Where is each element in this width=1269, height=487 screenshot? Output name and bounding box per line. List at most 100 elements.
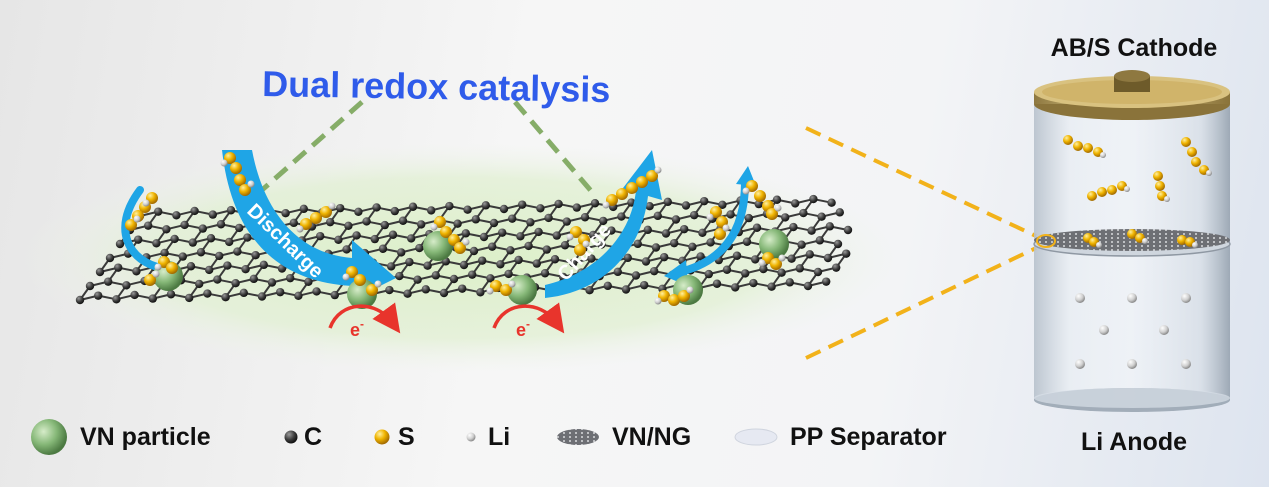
legend-label: VN particle [80,422,211,451]
lithium-atom [1096,242,1102,248]
sulfur-atom [636,176,648,188]
sulfur-atom [440,226,452,238]
title-leader-left [260,100,364,192]
lithium-ion [1127,293,1137,303]
zoom-line-top [805,126,1037,238]
discharge-arrow [222,150,396,300]
sulfur-atom [500,284,512,296]
sulfur-atom [146,192,158,204]
sulfur-atom [754,190,766,202]
legend-label: Li [488,422,511,451]
atoms-layer [125,152,789,309]
lithium-atom [742,187,750,195]
lithium-atom [430,223,438,231]
lithium-ion [1075,359,1085,369]
legend-item-carbon: C [284,412,322,462]
sulfur-atom [678,290,690,302]
legend-label: PP Separator [790,422,947,451]
sulfur-atom [1063,135,1073,145]
sulfur-atom [646,170,658,182]
carbon-atom-icon [284,430,298,444]
sulfur-atom [320,206,332,218]
pp-separator-icon [734,428,778,446]
sulfur-atom [574,244,586,256]
legend-label: C [304,422,323,451]
sulfur-atom [125,219,137,231]
sulfur-atom [1181,137,1191,147]
lithium-atom [1124,186,1130,192]
sulfur-atom [1107,185,1117,195]
sulfur-atom [1087,191,1097,201]
lithium-atom [296,225,304,233]
sulfur-atom [710,206,722,218]
lithium-atom [686,286,694,294]
sulfur-atom [1083,143,1093,153]
lithium-ion [1099,325,1109,335]
anode-label: Li Anode [1081,428,1187,456]
electron-label-right: e- [516,317,530,340]
sulfur-atom [626,182,638,194]
sulfur-atom [310,212,322,224]
sulfur-atom [1187,147,1197,157]
sulfur-atom [1153,171,1163,181]
legend-label: S [398,422,415,451]
battery-terminal [1114,70,1150,82]
sulfur-atom [230,162,242,174]
legend-item-vn-ng: VN/NG [556,412,691,462]
sulfur-atom [239,184,251,196]
lithium-atom [774,204,782,212]
sulfur-atom [570,226,582,238]
legend-item-pp-separator: PP Separator [734,412,947,462]
lithium-ion [1127,359,1137,369]
sulfur-atom [354,274,366,286]
lithium-atom [154,263,162,271]
cathode-label: AB/S Cathode [1051,34,1218,62]
legend: VN particle C S Li VN/NG PP Separator [0,412,1000,462]
electron-label-left: e- [350,317,364,340]
vn-ng-layer [1034,229,1230,251]
lithium-ion [1181,359,1191,369]
lithium-atom [1192,242,1198,248]
diagram-title: Dual redox catalysis [262,63,611,110]
lithium-atom [374,280,382,288]
legend-label: VN/NG [612,422,692,451]
lithium-atom-icon [466,432,476,442]
electron-arrow-left [328,302,401,334]
lithium-atom [582,240,590,248]
sulfur-atom [366,284,378,296]
lithium-atom [778,254,786,262]
lithium-atom [1142,238,1148,244]
vn-particle-icon [31,419,67,455]
lithium-atom [142,199,150,207]
lithium-atom [152,270,160,278]
lithium-atom [758,259,766,267]
sulfur-atom [454,242,466,254]
sulfur-atom [714,228,726,240]
battery-atoms [1063,135,1212,369]
lithium-atom [1100,152,1106,158]
sulfur-atom [434,216,446,228]
lithium-ion [1075,293,1085,303]
title-leader-right [513,100,594,194]
sulfur-atom [234,174,246,186]
lithium-atom [566,233,574,241]
lithium-atom [462,238,470,246]
sulfur-atom [166,262,178,274]
legend-item-sulfur: S [374,412,415,462]
sulfur-atom [770,258,782,270]
vn-particle [759,229,789,259]
zoom-ring [1036,234,1056,248]
sulfur-atom [766,208,778,220]
sulfur-atom [1127,229,1137,239]
sulfur-atom [606,194,618,206]
sulfur-atom [1191,157,1201,167]
lithium-atom [220,159,228,167]
lithium-atom [602,201,610,209]
lithium-atom [654,297,662,305]
lithium-atom [722,224,730,232]
lithium-ion [1181,293,1191,303]
electron-arrow-right [492,302,565,334]
vn-ng-sheet-icon [557,429,599,445]
sulfur-atom [224,152,236,164]
